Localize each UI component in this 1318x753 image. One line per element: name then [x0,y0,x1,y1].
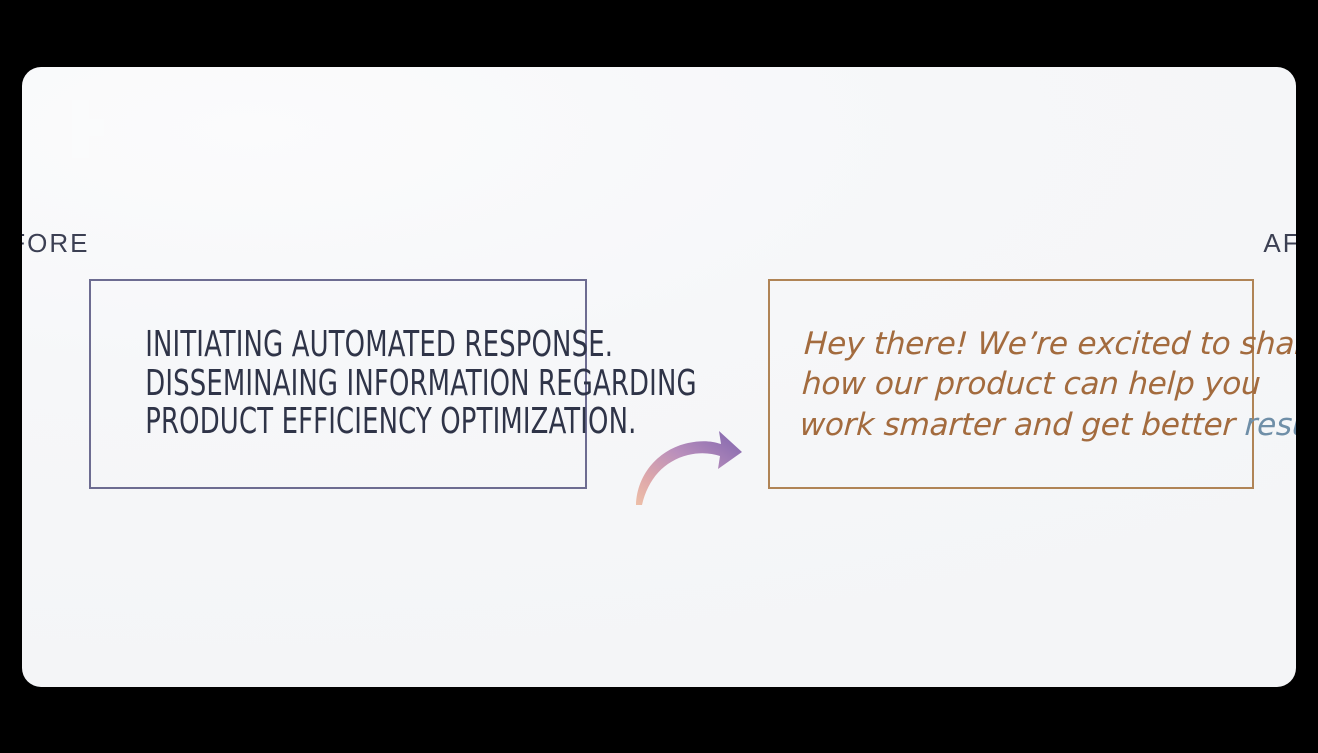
after-line-3: work smarter and get better results. [799,404,1296,444]
content-card: BEFORE INITIATING AUTOMATED RESPONSE. DI… [22,67,1296,687]
after-line-1: Hey there! We’re excited to share [803,325,1296,362]
after-quote-box: Hey there! We’re excited to share how ou… [767,279,1296,489]
before-panel: BEFORE INITIATING AUTOMATED RESPONSE. DI… [22,67,697,687]
plus-mark-watermark-icon [53,100,104,158]
after-label: AFTER [1263,228,1296,258]
before-line-2: DISSEMINAING INFORMATION REGARDING [145,362,697,404]
after-panel: AFTER Hey there! We’re excited to share … [682,67,1296,687]
after-line-2: how our product can help you [801,365,1262,402]
curved-arrow-right-icon [626,425,744,509]
before-line-1: INITIATING AUTOMATED RESPONSE. [145,323,614,365]
before-label: BEFORE [22,228,90,258]
before-line-3: PRODUCT EFFICIENCY OPTIMIZATION. [145,401,637,443]
after-accent-word: results. [1243,406,1296,443]
watermark-horizontal-bar [72,119,104,136]
before-quote-box: INITIATING AUTOMATED RESPONSE. DISSEMINA… [89,279,697,489]
before-body-text: INITIATING AUTOMATED RESPONSE. DISSEMINA… [140,323,697,443]
after-body-text: Hey there! We’re excited to share how ou… [767,324,1296,445]
after-line-3-text: work smarter and get better [798,406,1246,443]
